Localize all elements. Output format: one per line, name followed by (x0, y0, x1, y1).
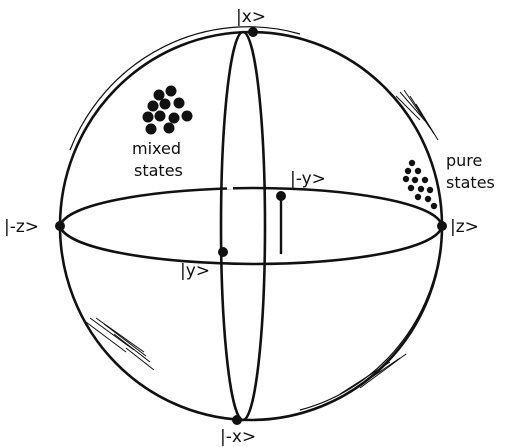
label-pure-line1: pure (446, 151, 482, 170)
label-y-plus: |y> (180, 261, 210, 281)
label-x-plus: |x> (236, 7, 266, 27)
sphere-outline (60, 27, 442, 420)
point-z-minus (55, 221, 65, 231)
label-z-plus: |z> (450, 217, 479, 237)
label-mixed-line1: mixed (132, 139, 181, 158)
label-pure-line2: states (446, 173, 495, 192)
point-z-plus (437, 221, 447, 231)
point-x-plus (248, 27, 258, 37)
point-y-plus (218, 247, 228, 257)
equator-ring (60, 188, 442, 264)
point-y-minus (276, 191, 286, 201)
label-y-minus: |-y> (290, 169, 326, 189)
label-mixed-line2: states (134, 161, 183, 180)
label-z-minus: |-z> (4, 217, 39, 237)
label-x-minus: |-x> (220, 427, 256, 447)
mixed-states-cluster (143, 86, 193, 135)
meridian-ring (221, 32, 265, 420)
point-x-minus (232, 415, 242, 425)
basis-points (55, 27, 447, 425)
